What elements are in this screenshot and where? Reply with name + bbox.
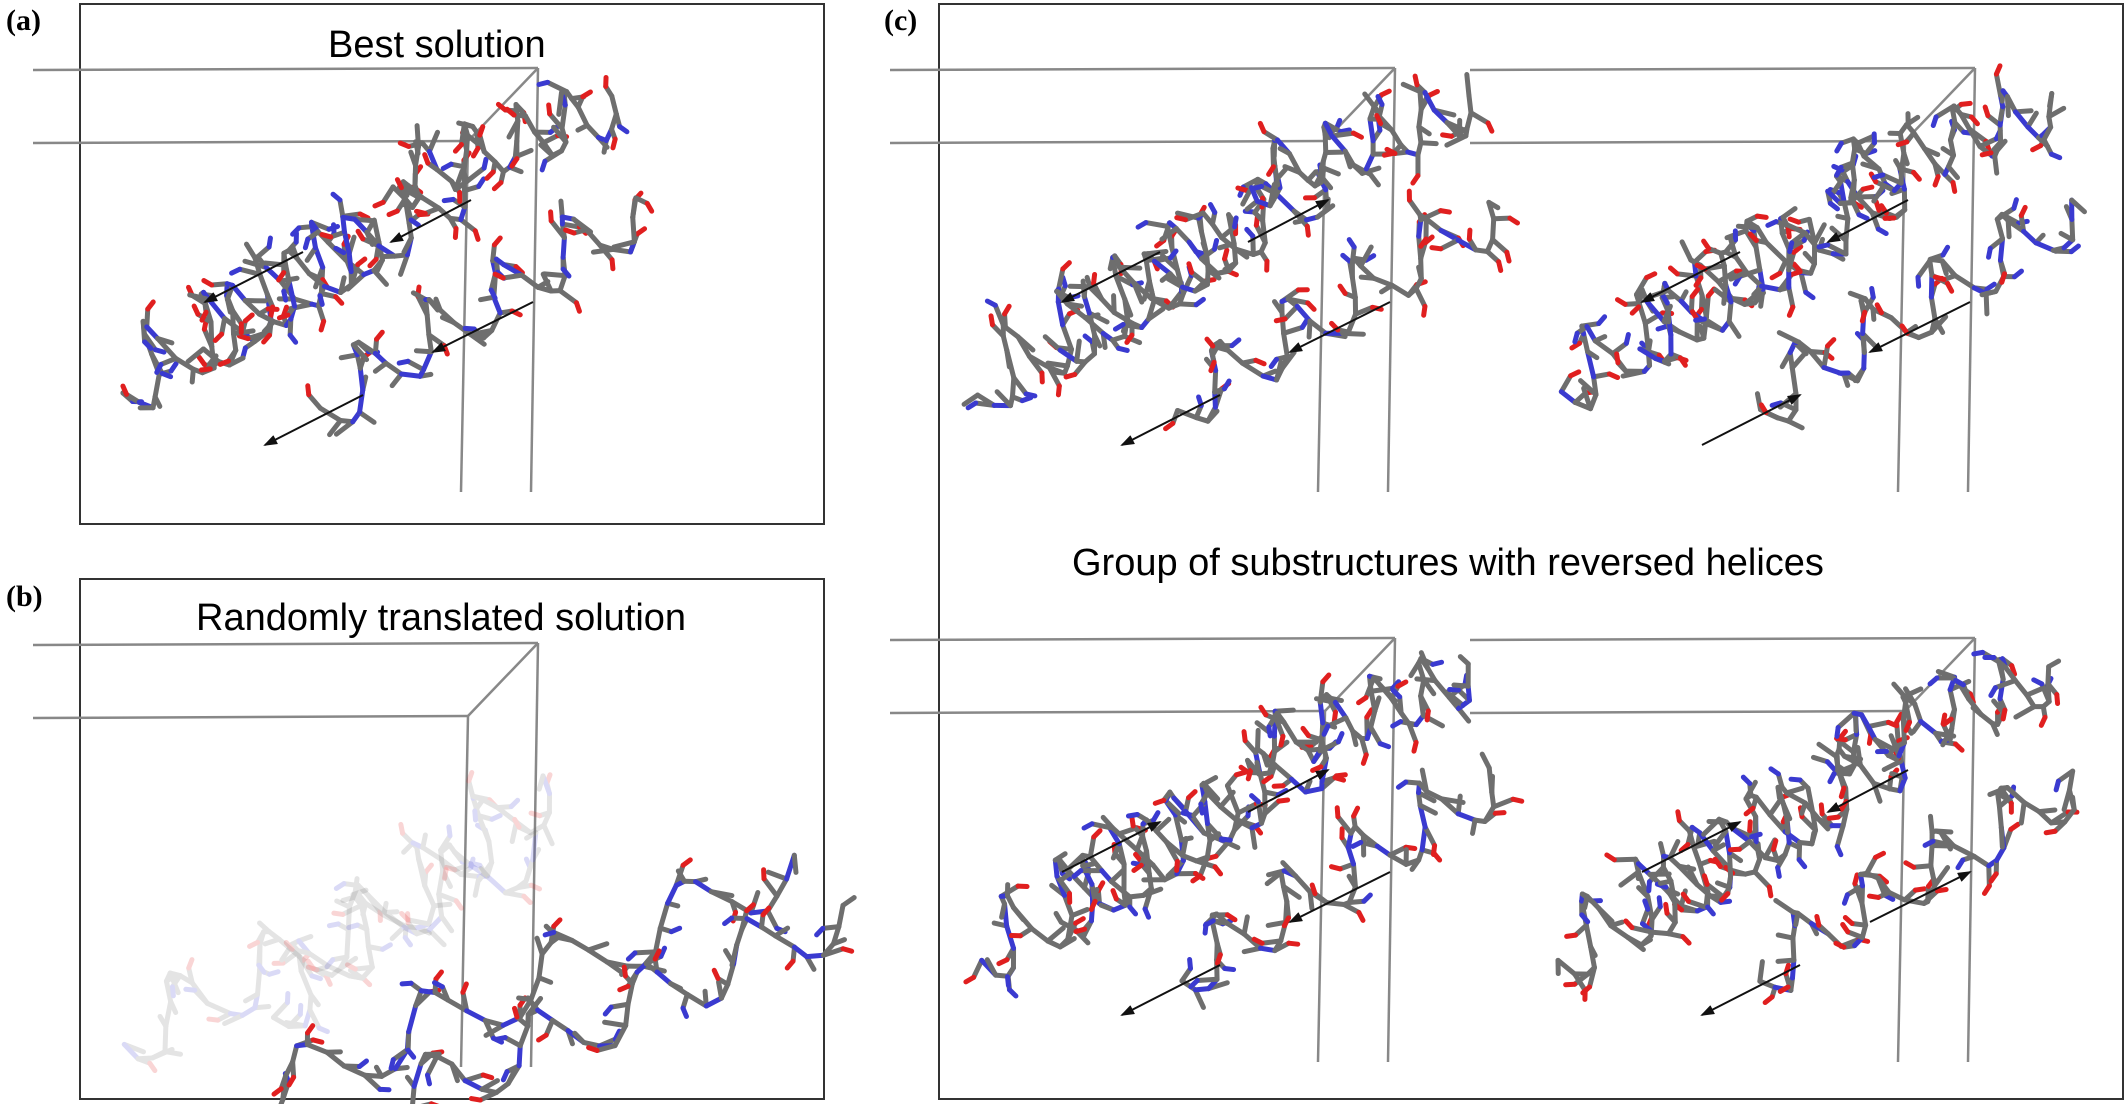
panel-c-caption: Group of substructures with reversed hel…	[1072, 542, 1824, 584]
panel-c-view-4-arrow-4	[1826, 769, 1909, 813]
panel-c-view-3-arrow-4	[1247, 769, 1330, 813]
panel-b-title: Randomly translated solution	[196, 597, 687, 639]
panel-c-view-4	[1469, 636, 2080, 1063]
panel-c-view-1-helix-3	[1163, 188, 1521, 432]
panel-a-structure-arrow-2	[431, 301, 534, 353]
panel-a-structure	[32, 66, 655, 493]
panel-c-view-2-arrow-2	[1868, 301, 1971, 353]
panel-c-view-4-helix-1	[1555, 774, 1831, 1002]
panel-c-view-3-arrow-2	[1288, 871, 1391, 923]
panel-c-view-2-helix-4	[1825, 63, 2067, 221]
panel-c-frame	[938, 3, 2124, 1100]
panel-a-structure-helix-3	[305, 190, 655, 438]
panel-a-frame	[79, 3, 825, 525]
panel-c-view-4-arrow-1	[1641, 821, 1742, 873]
panel-b-structure-helix-2	[404, 895, 857, 1104]
panel-c-view-1-helix-1	[961, 212, 1239, 411]
panel-c-view-2-arrow-3	[1701, 394, 1802, 446]
panel-c-view-1-arrow-4	[1247, 199, 1330, 243]
panel-c-view-3-cell	[889, 636, 1397, 1063]
panel-c-view-2-helix-3	[1754, 197, 2087, 431]
panel-c-view-3	[889, 636, 1525, 1063]
panel-c-view-2-arrow-1	[1640, 251, 1741, 303]
panel-a-title: Best solution	[328, 24, 546, 66]
panel-a-structure-arrow-3	[263, 394, 364, 446]
panel-c-view-3-helix-3	[1179, 751, 1525, 1010]
panel-c-view-1-cell	[889, 66, 1397, 493]
panel-b-frame	[79, 578, 825, 1100]
panel-c-label: (c)	[884, 4, 918, 37]
panel-a-structure-arrow-1	[203, 251, 304, 303]
panel-b-structure-ghost-helix-1	[121, 824, 543, 1074]
panel-c-view-3-helix-4	[1245, 650, 1472, 782]
panel-c-view-4-helix-3	[1757, 768, 2080, 1006]
panel-c-view-4-arrow-2	[1869, 871, 1972, 923]
panel-c-view-1-arrow-1	[1060, 251, 1161, 303]
panel-b-structure	[32, 641, 857, 1104]
panel-c-view-3-helix-2	[1053, 727, 1348, 946]
panel-c-view-3-arrow-3	[1120, 964, 1221, 1016]
panel-c-view-1-arrow-2	[1288, 301, 1391, 353]
panel-c-view-2-helix-2	[1637, 153, 1922, 368]
panel-c-view-4-helix-4	[1810, 649, 2062, 785]
panel-c-view-1-helix-4	[1240, 72, 1495, 212]
panel-a-label: (a)	[6, 4, 41, 37]
panel-c-view-3-arrow-1	[1061, 821, 1162, 873]
panel-c-view-1-arrow-3	[1120, 394, 1221, 446]
panel-c-view-4-cell	[1469, 636, 1977, 1063]
panel-b-structure-helix-1	[271, 852, 799, 1104]
panel-b-label: (b)	[6, 580, 43, 613]
panel-a-structure-arrow-4	[389, 199, 472, 243]
panel-c-view-2-arrow-4	[1826, 199, 1909, 243]
panel-c-view-2	[1469, 63, 2087, 493]
panel-c-view-4-arrow-3	[1700, 964, 1801, 1016]
panel-c-view-1	[889, 66, 1521, 493]
panel-b-structure-ghost-helix-2	[270, 770, 555, 1035]
panel-a-structure-helix-4	[372, 74, 630, 228]
